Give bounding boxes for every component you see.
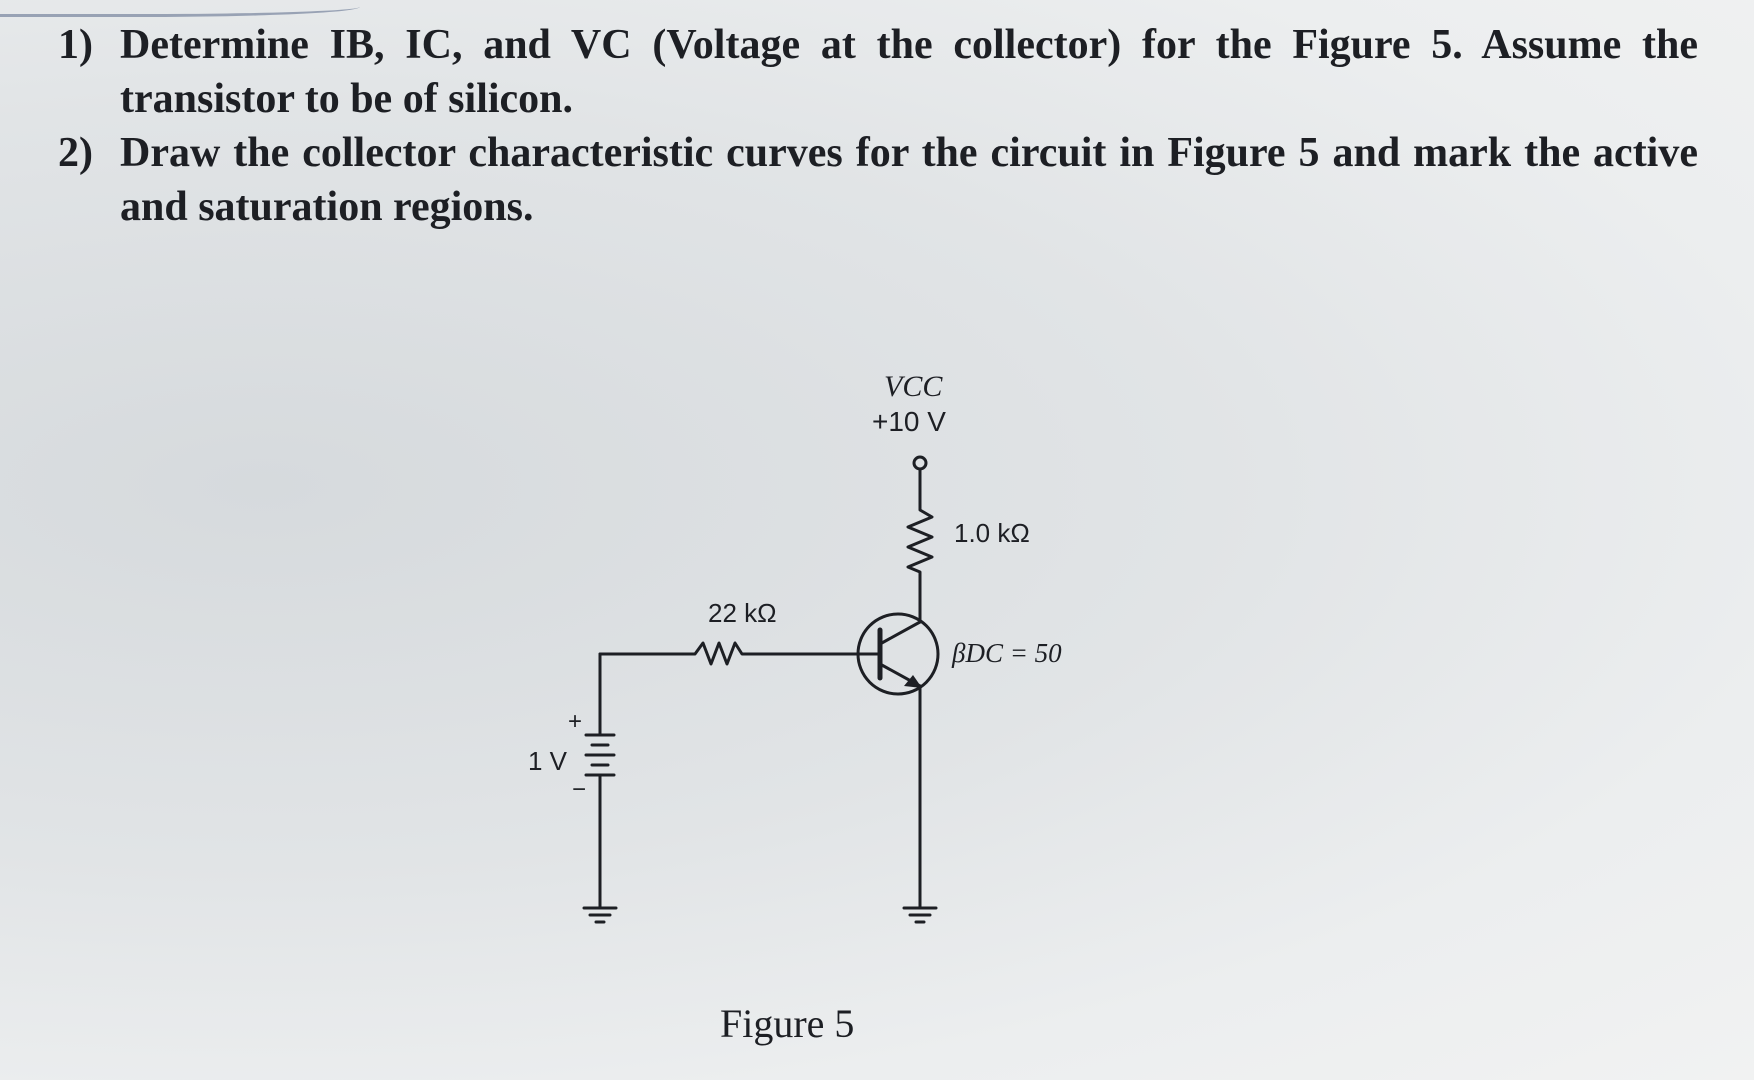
emitter-arrow [904,675,922,688]
collector-resistor [906,493,934,592]
screen-edge [0,0,360,17]
circuit-diagram [582,455,940,924]
vcc-terminal [912,455,928,471]
battery-plus-sign: + [568,708,583,735]
base-resistor [680,641,860,666]
vcc-value: +10 V [872,406,946,437]
circuit-figure: VCC +10 V 1.0 kΩ 22 kΩ βDC = 50 1 V + − … [520,360,1080,1060]
beta-label: βDC = 50 [952,638,1062,668]
battery-voltage-label: 1 V [528,746,568,776]
question-number: 1) [58,22,93,68]
transistor-collector-leg [878,620,922,646]
question-2: 2) Draw the collector characteristic cur… [58,126,1698,234]
vcc-label: VCC [884,370,943,403]
rc-label: 1.0 kΩ [954,518,1030,548]
question-list: 1) Determine IB, IC, and VC (Voltage at … [58,18,1698,234]
battery-minus-sign: − [572,776,587,803]
question-text: Determine IB, IC, and VC (Voltage at the… [120,22,1698,122]
question-number: 2) [58,130,93,176]
question-text: Draw the collector characteristic curves… [120,130,1698,230]
figure-caption: Figure 5 [720,1001,855,1046]
rb-label: 22 kΩ [708,598,777,628]
question-1: 1) Determine IB, IC, and VC (Voltage at … [58,18,1698,126]
